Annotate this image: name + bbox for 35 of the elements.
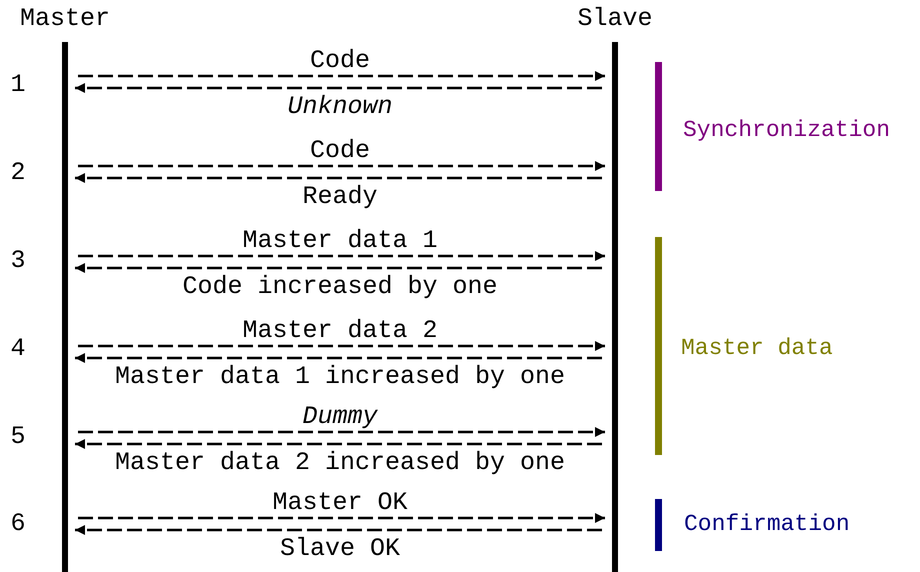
step-number: 4 — [10, 336, 26, 362]
message-arrow — [78, 513, 605, 523]
edge-label: Master data 1 increased by one — [114, 364, 566, 390]
message-arrow — [75, 525, 602, 535]
lifeline-label: Slave — [578, 6, 652, 32]
message-arrow — [78, 161, 605, 171]
edge-label: Code increased by one — [182, 274, 498, 300]
message-arrow — [75, 439, 602, 449]
phase-label: Confirmation — [684, 511, 850, 537]
step-number: 6 — [10, 511, 26, 537]
message-arrow — [78, 251, 605, 261]
edge-label: Master data 2 increased by one — [114, 450, 566, 476]
lifeline-label: Master — [20, 6, 110, 32]
step-number: 2 — [10, 160, 26, 186]
step-number: 5 — [10, 424, 26, 450]
edge-label: Dummy — [302, 404, 378, 430]
step-number: 3 — [10, 248, 26, 274]
message-arrow — [78, 71, 605, 81]
edge-label: Unknown — [287, 94, 393, 120]
message-arrow — [75, 263, 602, 273]
message-arrow — [75, 353, 602, 363]
message-arrow — [75, 173, 602, 183]
phase-label: Master data — [681, 335, 833, 361]
edge-label: Code — [310, 48, 370, 74]
message-arrow — [75, 83, 602, 93]
edge-label: Code — [310, 138, 370, 164]
edge-label: Slave OK — [280, 536, 400, 562]
step-number: 1 — [10, 72, 26, 98]
edge-label: Ready — [302, 184, 378, 210]
phase-label: Synchronization — [683, 117, 890, 143]
message-arrow — [78, 341, 605, 351]
edge-label: Master data 2 — [242, 318, 438, 344]
message-arrow — [78, 427, 605, 437]
edge-label: Master OK — [272, 490, 408, 516]
edge-label: Master data 1 — [242, 228, 438, 254]
